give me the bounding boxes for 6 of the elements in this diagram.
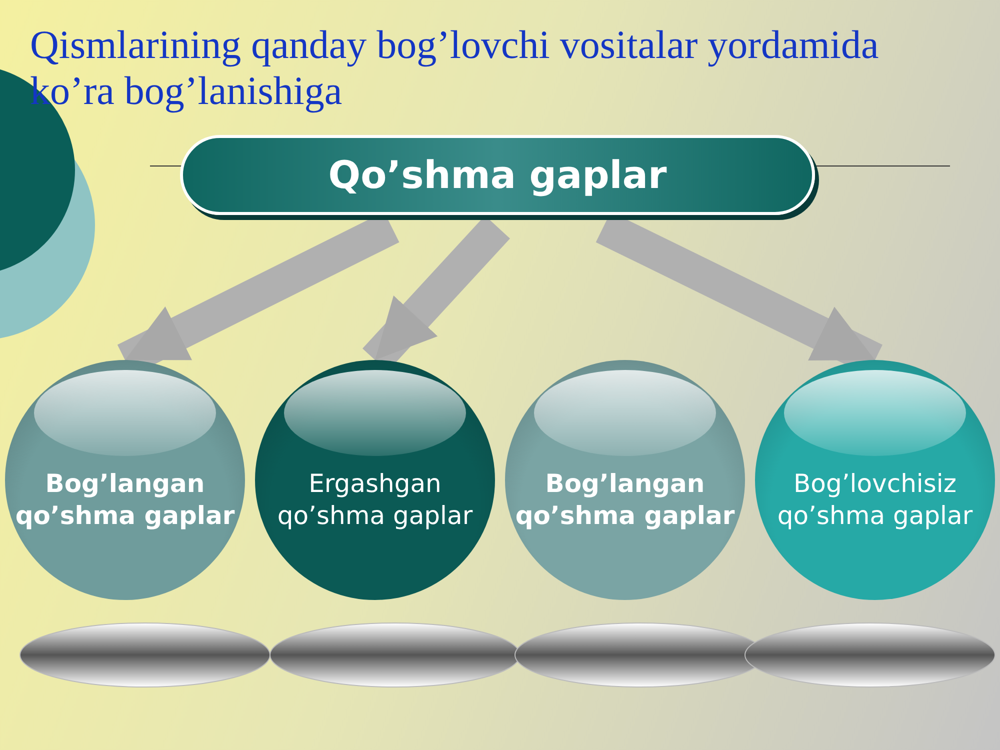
node-label: Qo’shma gaplar bbox=[328, 153, 667, 197]
node-label: Ergashgan qo’shma gaplar bbox=[276, 468, 474, 532]
node-label: Bog’langan qo’shma gaplar bbox=[515, 468, 735, 532]
node-label: Bog’lovchisiz qo’shma gaplar bbox=[776, 468, 974, 532]
node-label: Bog’langan qo’shma gaplar bbox=[15, 468, 235, 532]
title: Qismlarining qanday bog’lovchi vositalar yordamida ko’ra bog’lanishiga bbox=[30, 22, 880, 114]
